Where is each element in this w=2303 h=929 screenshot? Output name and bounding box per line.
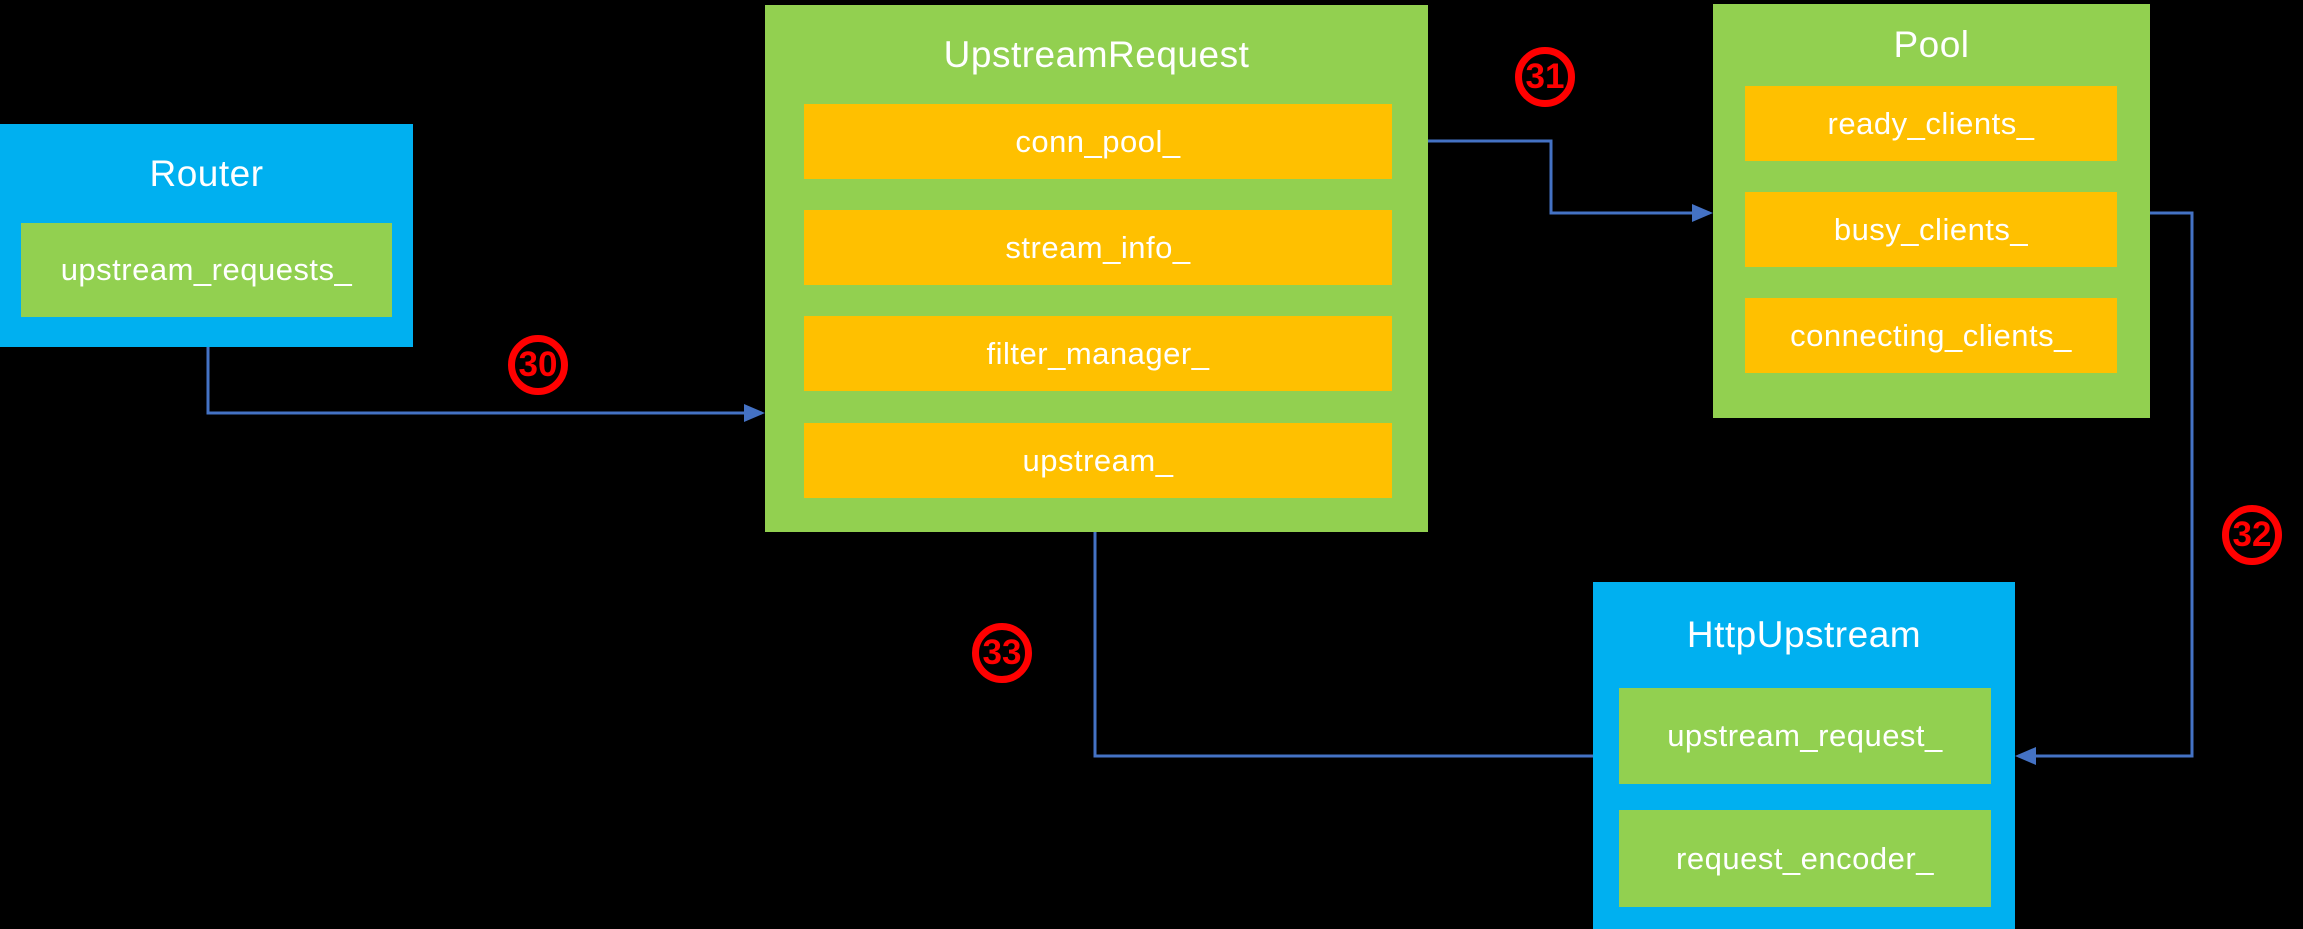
arrow-30-router-to-upstreamrequest	[206, 347, 765, 422]
step-badge-33: 33	[972, 623, 1032, 683]
pool-title: Pool	[1893, 24, 1970, 65]
pool-node: Pool ready_clients_ busy_clients_ connec…	[1713, 4, 2150, 418]
step-badge-30: 30	[508, 335, 568, 395]
step-badge-32: 32	[2222, 505, 2282, 565]
upstream-request-title: UpstreamRequest	[943, 33, 1250, 75]
field-upstream-request: upstream_request_	[1619, 688, 1991, 784]
field-connecting-clients: connecting_clients_	[1745, 298, 2117, 373]
field-conn-pool: conn_pool_	[804, 104, 1392, 179]
field-upstream: upstream_	[804, 423, 1392, 498]
router-field-upstream-requests: upstream_requests_	[21, 223, 392, 317]
router-node: Router upstream_requests_	[0, 124, 413, 347]
field-busy-clients: busy_clients_	[1745, 192, 2117, 267]
arrow-33-httpupstream-to-upstream	[1086, 498, 1593, 758]
arrow-31-connpool-to-pool	[1392, 139, 1713, 222]
step-badge-31: 31	[1515, 47, 1575, 107]
http-upstream-title: HttpUpstream	[1686, 614, 1922, 655]
field-filter-manager: filter_manager_	[804, 316, 1392, 391]
http-upstream-node: HttpUpstream upstream_request_ request_e…	[1593, 582, 2015, 929]
router-title: Router	[149, 152, 264, 194]
upstream-request-node: UpstreamRequest conn_pool_ stream_info_ …	[765, 5, 1428, 532]
field-stream-info: stream_info_	[804, 210, 1392, 285]
field-request-encoder: request_encoder_	[1619, 810, 1991, 907]
field-ready-clients: ready_clients_	[1745, 86, 2117, 161]
